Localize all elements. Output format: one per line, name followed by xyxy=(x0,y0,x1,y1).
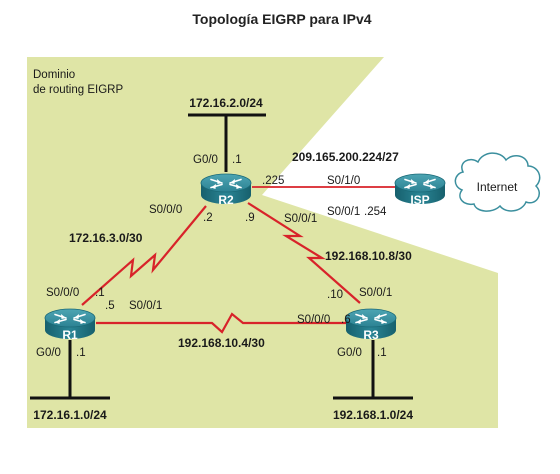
serial-link-r2-r3 xyxy=(247,202,361,304)
label-r3-s001: S0/0/1 xyxy=(359,287,392,299)
label-r2-s001: S0/0/1 xyxy=(284,213,317,225)
router-r3-label: R3 xyxy=(363,328,379,342)
label-isp-254: .254 xyxy=(364,206,387,218)
label-r2-g00: G0/0 xyxy=(193,154,218,166)
network-r3-lan: 192.168.1.0/24 xyxy=(333,408,413,422)
network-isp-link: 209.165.200.224/27 xyxy=(292,150,399,164)
label-r1-s001: S0/0/1 xyxy=(129,300,162,312)
label-r1-g00-host: .1 xyxy=(76,347,86,359)
label-r1-g00: G0/0 xyxy=(36,347,61,359)
label-r3-host-6: .6 xyxy=(341,314,351,326)
label-r1-s000: S0/0/0 xyxy=(46,287,79,299)
network-r1-r3: 192.168.10.4/30 xyxy=(178,336,265,350)
label-r3-g00-host: .1 xyxy=(377,347,387,359)
domain-label-line1: Dominio xyxy=(33,69,75,81)
label-r3-s000: S0/0/0 xyxy=(297,314,330,326)
router-r3: R3 xyxy=(345,308,397,342)
internet-cloud: Internet xyxy=(454,152,541,212)
router-r1: R1 xyxy=(44,308,96,342)
ethernet-links xyxy=(30,113,413,400)
label-r3-g00: G0/0 xyxy=(337,347,362,359)
internet-label: Internet xyxy=(477,180,518,194)
diagram-title: Topología EIGRP para IPv4 xyxy=(192,11,371,27)
network-r2-lan: 172.16.2.0/24 xyxy=(189,96,263,110)
router-r2: R2 xyxy=(200,173,252,207)
router-isp-label: ISP xyxy=(410,193,429,207)
label-r2-s000: S0/0/0 xyxy=(149,204,182,216)
network-r1-r2: 172.16.3.0/30 xyxy=(69,231,143,245)
label-r2-g00-host: .1 xyxy=(232,154,242,166)
serial-link-r1-r2 xyxy=(81,205,207,306)
network-r1-lan: 172.16.1.0/24 xyxy=(33,408,107,422)
label-r1-host-5: .5 xyxy=(105,300,115,312)
label-r3-host-10: .10 xyxy=(327,289,343,301)
label-r2-host-2: .2 xyxy=(203,212,213,224)
router-isp: ISP xyxy=(394,173,446,207)
label-r1-host-1: .1 xyxy=(95,287,105,299)
label-r2-225: .225 xyxy=(262,175,284,187)
label-isp-s001: S0/0/1 xyxy=(327,206,360,218)
serial-link-r1-r3 xyxy=(96,312,346,334)
serial-links xyxy=(81,186,395,334)
domain-label-line2: de routing EIGRP xyxy=(33,84,123,96)
label-r2-host-9: .9 xyxy=(245,212,255,224)
label-r2-s010: S0/1/0 xyxy=(327,175,360,187)
router-r2-label: R2 xyxy=(218,193,234,207)
network-r2-r3: 192.168.10.8/30 xyxy=(325,249,412,263)
router-r1-label: R1 xyxy=(62,328,78,342)
